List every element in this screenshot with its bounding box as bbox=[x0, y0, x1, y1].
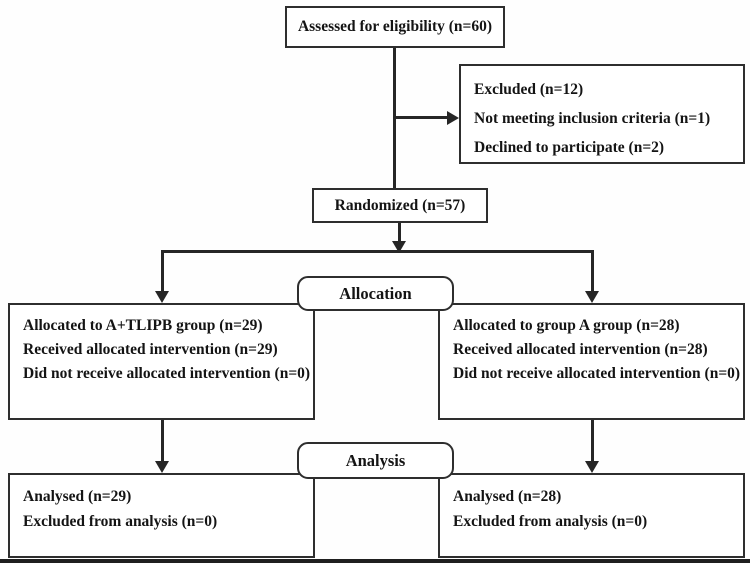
analysis-stage-text: Analysis bbox=[345, 450, 406, 470]
arrowhead-analysis-left-icon bbox=[155, 461, 169, 473]
randomized-box: Randomized (n=57) bbox=[312, 188, 488, 223]
analysis-stage-label: Analysis bbox=[297, 442, 454, 479]
excluded-line: Excluded (n=12) bbox=[474, 81, 584, 98]
line-alloc-left-to-analysis bbox=[161, 419, 164, 463]
analysis-right-line: Analysed (n=28) bbox=[453, 488, 562, 505]
analysis-left-line: Excluded from analysis (n=0) bbox=[23, 513, 218, 530]
analysis-left-box: Analysed (n=29) Excluded from analysis (… bbox=[8, 473, 315, 558]
allocation-stage-text: Allocation bbox=[339, 283, 412, 303]
arrowhead-allocation-left-icon bbox=[155, 291, 169, 303]
allocation-right-line: Received allocated intervention (n=28) bbox=[453, 341, 708, 358]
arrowhead-allocation-right-icon bbox=[585, 291, 599, 303]
allocation-right-box: Allocated to group A group (n=28) Receiv… bbox=[438, 303, 745, 420]
line-branch-right-down bbox=[591, 250, 594, 293]
arrowhead-junction-icon bbox=[392, 241, 406, 253]
line-branch-to-excluded bbox=[394, 116, 449, 119]
line-branch-left-down bbox=[161, 250, 164, 293]
line-alloc-right-to-analysis bbox=[591, 419, 594, 463]
excluded-line: Declined to participate (n=2) bbox=[474, 139, 665, 156]
arrowhead-excluded-icon bbox=[447, 111, 459, 125]
figure-bottom-edge bbox=[0, 559, 750, 563]
analysis-left-line: Analysed (n=29) bbox=[23, 488, 132, 505]
allocation-left-line: Did not receive allocated intervention (… bbox=[23, 365, 311, 382]
assessed-box: Assessed for eligibility (n=60) bbox=[285, 6, 505, 48]
line-allocation-branch bbox=[161, 250, 594, 253]
randomized-label: Randomized (n=57) bbox=[334, 196, 466, 214]
assessed-label: Assessed for eligibility (n=60) bbox=[297, 18, 493, 35]
allocation-right-line: Did not receive allocated intervention (… bbox=[453, 365, 741, 382]
analysis-right-line: Excluded from analysis (n=0) bbox=[453, 513, 648, 530]
allocation-stage-label: Allocation bbox=[297, 276, 454, 311]
analysis-right-box: Analysed (n=28) Excluded from analysis (… bbox=[438, 473, 745, 558]
excluded-line: Not meeting inclusion criteria (n=1) bbox=[474, 110, 711, 127]
excluded-box: Excluded (n=12) Not meeting inclusion cr… bbox=[459, 64, 745, 164]
allocation-right-line: Allocated to group A group (n=28) bbox=[453, 317, 680, 334]
allocation-left-line: Received allocated intervention (n=29) bbox=[23, 341, 278, 358]
allocation-left-box: Allocated to A+TLIPB group (n=29) Receiv… bbox=[8, 303, 315, 420]
line-randomized-down bbox=[398, 221, 401, 243]
arrowhead-analysis-right-icon bbox=[585, 461, 599, 473]
allocation-left-line: Allocated to A+TLIPB group (n=29) bbox=[23, 317, 263, 334]
